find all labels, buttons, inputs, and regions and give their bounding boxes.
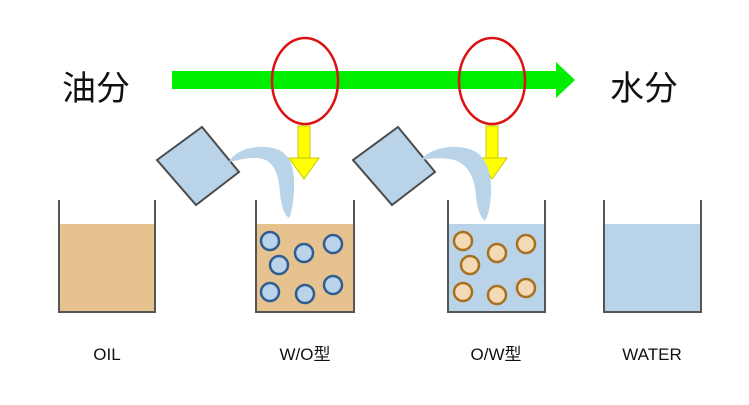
droplet-icon	[322, 233, 344, 255]
red-circle-ow	[457, 36, 527, 126]
droplet-icon	[259, 230, 281, 252]
yellow-arrow-wo	[288, 125, 320, 180]
droplet-icon	[268, 254, 290, 276]
oil-beaker	[58, 200, 156, 313]
oil-side-label: 油分	[62, 69, 130, 109]
oil-caption: OIL	[93, 345, 120, 364]
water-side-label: 水分	[610, 69, 678, 109]
red-circle-wo	[270, 36, 340, 126]
droplet-icon	[322, 274, 344, 296]
droplet-icon	[452, 230, 474, 252]
droplet-icon	[515, 233, 537, 255]
green-arrow-head	[556, 62, 575, 98]
droplet-icon	[486, 242, 508, 264]
droplet-icon	[486, 284, 508, 306]
droplet-icon	[293, 242, 315, 264]
droplet-icon	[259, 281, 281, 303]
wo-caption: W/O型	[280, 345, 331, 364]
droplet-icon	[515, 277, 537, 299]
ow-droplets	[452, 230, 537, 306]
green-arrow	[172, 62, 575, 98]
wo-beaker	[255, 200, 355, 313]
droplet-icon	[452, 281, 474, 303]
wo-droplets	[259, 230, 344, 305]
oil-liquid	[59, 224, 155, 312]
pour-stream-icon	[229, 146, 295, 218]
droplet-icon	[459, 254, 481, 276]
water-liquid	[604, 224, 701, 312]
green-arrow-shaft	[172, 71, 558, 89]
ow-caption: O/W型	[471, 345, 522, 364]
pour-stream-icon	[421, 146, 492, 221]
water-beaker	[603, 200, 702, 313]
tilted-cup-icon	[351, 125, 437, 207]
tilted-cup-icon	[155, 125, 241, 207]
droplet-icon	[294, 283, 316, 305]
ow-beaker	[447, 200, 546, 313]
water-caption: WATER	[622, 345, 682, 364]
